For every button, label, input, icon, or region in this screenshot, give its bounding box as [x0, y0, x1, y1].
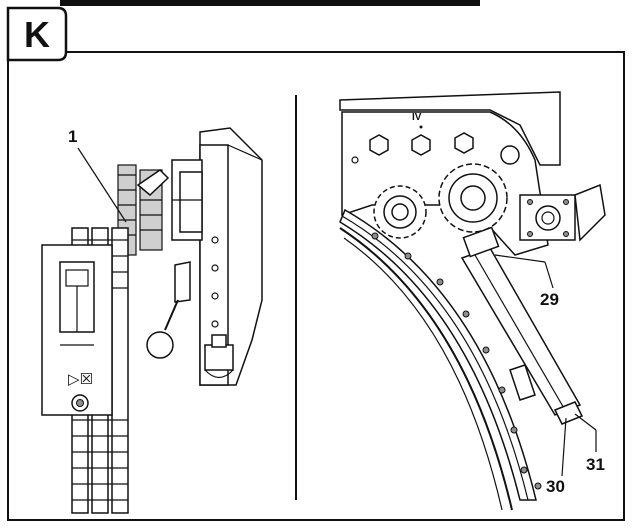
panel-label: K	[24, 14, 50, 55]
right-chain-arc	[339, 208, 537, 501]
callout-30-leader	[561, 417, 567, 477]
right-view: IV	[339, 91, 606, 511]
callout-29: 29	[540, 290, 559, 309]
left-view: ▷☒ 1	[41, 127, 263, 514]
roman-label: IV	[412, 112, 422, 123]
callout-31: 31	[586, 455, 605, 474]
outer-frame	[7, 51, 625, 521]
callout-1: 1	[68, 127, 77, 146]
callout-1-leader	[77, 147, 127, 223]
cropped-header-strip	[60, 0, 480, 6]
callout-30: 30	[546, 477, 565, 496]
callout-29-leader	[544, 261, 554, 289]
warning-symbol: ▷☒	[68, 370, 93, 388]
panel-badge	[6, 6, 68, 62]
